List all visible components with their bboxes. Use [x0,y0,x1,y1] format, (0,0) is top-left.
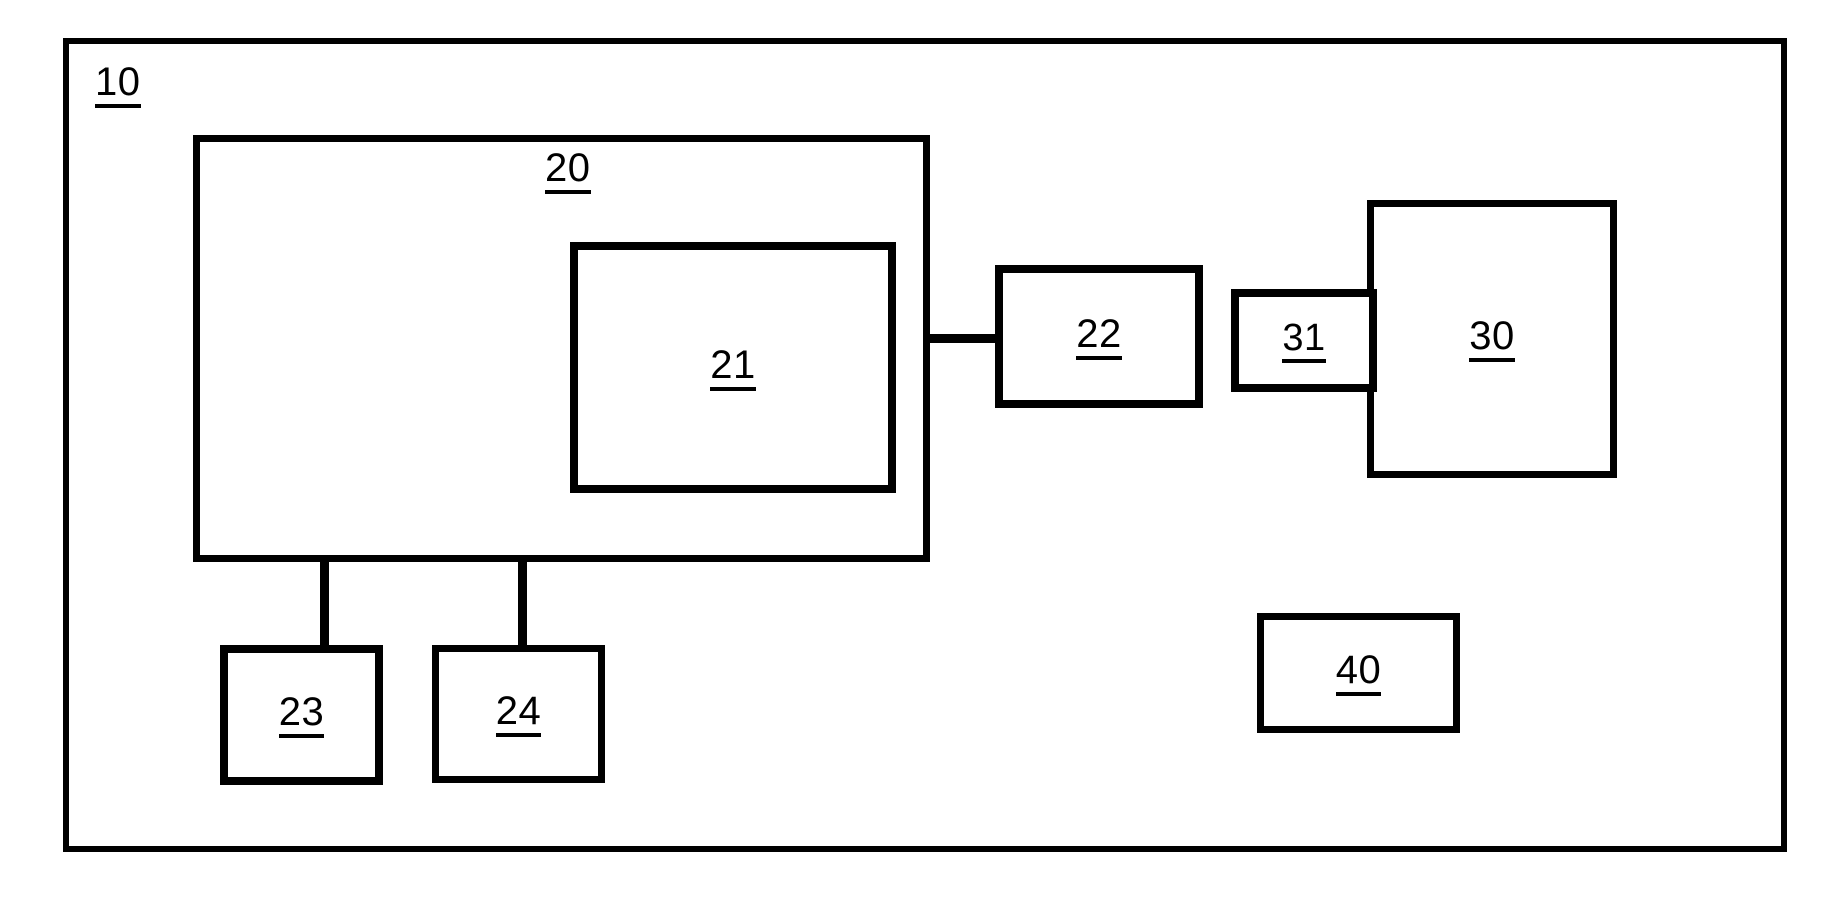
block-24-label-wrap: 24 [439,652,598,776]
connector-20-to-24 [518,556,527,649]
reference-numeral-20: 20 [545,148,591,194]
block-23-label-wrap: 23 [228,653,375,777]
block-22-label-wrap: 22 [1003,273,1195,400]
block-24: 24 [432,645,605,783]
reference-numeral-23: 23 [278,692,325,738]
block-30: 30 [1367,200,1617,478]
reference-numeral-10: 10 [95,62,141,108]
reference-numeral-30: 30 [1469,316,1515,362]
block-23: 23 [220,645,383,785]
block-40: 40 [1257,613,1460,733]
block-30-label-wrap: 30 [1374,207,1610,471]
reference-numeral-21: 21 [710,345,756,391]
block-31: 31 [1231,289,1377,392]
block-21-label-wrap: 21 [578,250,888,485]
reference-numeral-22: 22 [1076,314,1122,360]
reference-numeral-40: 40 [1335,650,1382,696]
connector-20-to-22 [926,334,999,343]
block-40-label-wrap: 40 [1264,620,1453,726]
block-22: 22 [995,265,1203,408]
block-31-label-wrap: 31 [1239,297,1369,384]
block-21: 21 [570,242,896,493]
connector-20-to-23 [320,556,329,649]
reference-numeral-24: 24 [495,691,542,737]
reference-numeral-31: 31 [1282,319,1326,363]
